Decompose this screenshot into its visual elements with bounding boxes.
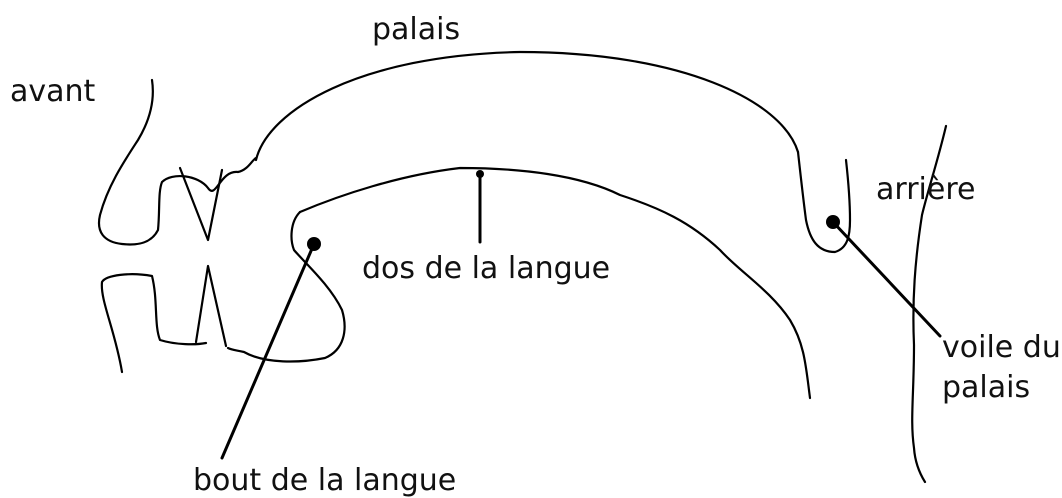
label-bout-de-la-langue: bout de la langue	[193, 463, 456, 498]
voile-du-palais-marker	[826, 215, 840, 229]
lower-tooth	[194, 264, 228, 348]
tongue-surface	[298, 166, 812, 400]
bout-de-la-langue-leader	[220, 242, 316, 460]
lower-lip-outline	[100, 273, 208, 374]
palate-arch	[254, 50, 800, 162]
bout-de-la-langue-marker	[307, 237, 321, 251]
label-avant: avant	[10, 74, 96, 109]
label-voile-du-palais-line2: palais	[942, 370, 1030, 405]
label-arriere: arrière	[876, 172, 975, 207]
label-palais: palais	[372, 12, 460, 47]
pharynx-wall	[911, 124, 948, 484]
voile-du-palais-leader	[831, 220, 942, 338]
dos-de-la-langue-marker	[476, 170, 484, 178]
upper-lip-outline	[97, 78, 258, 246]
upper-tooth	[178, 166, 224, 242]
tongue-tip	[226, 210, 346, 363]
label-voile-du-palais-line1: voile du	[942, 330, 1061, 365]
velum-outline	[796, 150, 852, 254]
label-dos-de-la-langue: dos de la langue	[362, 251, 610, 286]
